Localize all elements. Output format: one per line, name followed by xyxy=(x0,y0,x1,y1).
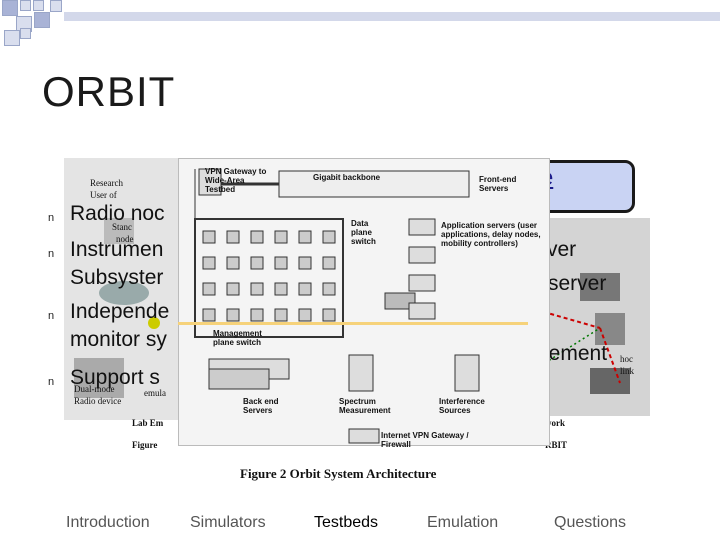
corner-deco-square xyxy=(2,0,18,16)
corner-deco-square xyxy=(20,28,31,39)
bullet-marker: n xyxy=(48,310,55,322)
figure-caption: Figure 2 Orbit System Architecture xyxy=(240,466,437,481)
label-front-end: Front-end Servers xyxy=(479,175,517,193)
right-label-link: link xyxy=(620,366,635,376)
architecture-drawing xyxy=(194,168,480,444)
bullet-text-radio-nodes: Radio noc xyxy=(70,202,165,225)
nav-questions[interactable]: Questions xyxy=(554,514,627,531)
lab-emulator-figure xyxy=(64,158,179,420)
bullet-fragment-server: server xyxy=(548,272,607,295)
left-label-radio: Radio device xyxy=(74,396,122,406)
bullet-marker: n xyxy=(48,376,55,388)
left-label-emula: emula xyxy=(144,388,166,398)
left-label-research: Research xyxy=(90,178,123,188)
label-internet-vpn: Internet VPN Gateway / Firewall xyxy=(381,431,469,449)
corner-deco-square xyxy=(4,30,20,46)
nav-emulation[interactable]: Emulation xyxy=(427,514,499,531)
corner-deco-square xyxy=(34,12,50,28)
label-mgmt-switch: Management plane switch xyxy=(213,329,262,347)
left-label-dualmode: Dual-mode xyxy=(74,384,115,394)
label-app-servers: Application servers (user applications, … xyxy=(441,221,541,248)
left-label-figure: Figure xyxy=(132,440,158,450)
bullet-text-instrumentation: Instrumen xyxy=(70,238,164,261)
bullet-marker: n xyxy=(48,212,55,224)
left-label-node: node xyxy=(116,234,134,244)
bullet-text-support: Support s xyxy=(70,366,160,389)
right-label-work: work xyxy=(545,418,565,428)
label-interference: Interference Sources xyxy=(439,397,485,415)
orbit-architecture-diagram: VPN Gateway to Wide-Area Testbed Gigabit… xyxy=(178,158,550,449)
corner-deco-square xyxy=(50,0,62,12)
left-label-lab-em: Lab Em xyxy=(132,418,164,428)
right-label-rbit: RBIT xyxy=(545,440,568,450)
top-decor-band xyxy=(64,12,720,21)
left-label-stanc: Stanc xyxy=(112,222,132,232)
radio-node-grid xyxy=(202,230,336,322)
label-spectrum: Spectrum Measurement xyxy=(339,397,391,415)
bullet-text-independent: Independe xyxy=(70,300,170,323)
nav-introduction[interactable]: Introduction xyxy=(66,514,150,531)
corner-deco-square xyxy=(20,0,31,11)
left-label-user: User of xyxy=(90,190,117,200)
label-back-end: Back end Servers xyxy=(243,397,279,415)
bullet-text-monitor: monitor sy xyxy=(70,328,167,351)
highlight-line xyxy=(178,322,528,325)
bullet-text-subsystem: Subsyster xyxy=(70,266,164,289)
label-gigabit-backbone: Gigabit backbone xyxy=(313,173,381,182)
nav-simulators[interactable]: Simulators xyxy=(190,514,266,531)
bullet-marker: n xyxy=(48,248,55,260)
right-label-hoc: hoc xyxy=(620,354,633,364)
label-vpn-gateway: VPN Gateway to Wide-Area Testbed xyxy=(205,167,267,194)
corner-deco-square xyxy=(33,0,44,11)
slide-title: ORBIT xyxy=(42,68,176,115)
lab-emulator-image: Research User of Stanc node Dual-mode Ra… xyxy=(64,158,179,420)
label-data-plane-switch: Data plane switch xyxy=(351,219,376,246)
nav-testbeds[interactable]: Testbeds xyxy=(314,514,379,531)
